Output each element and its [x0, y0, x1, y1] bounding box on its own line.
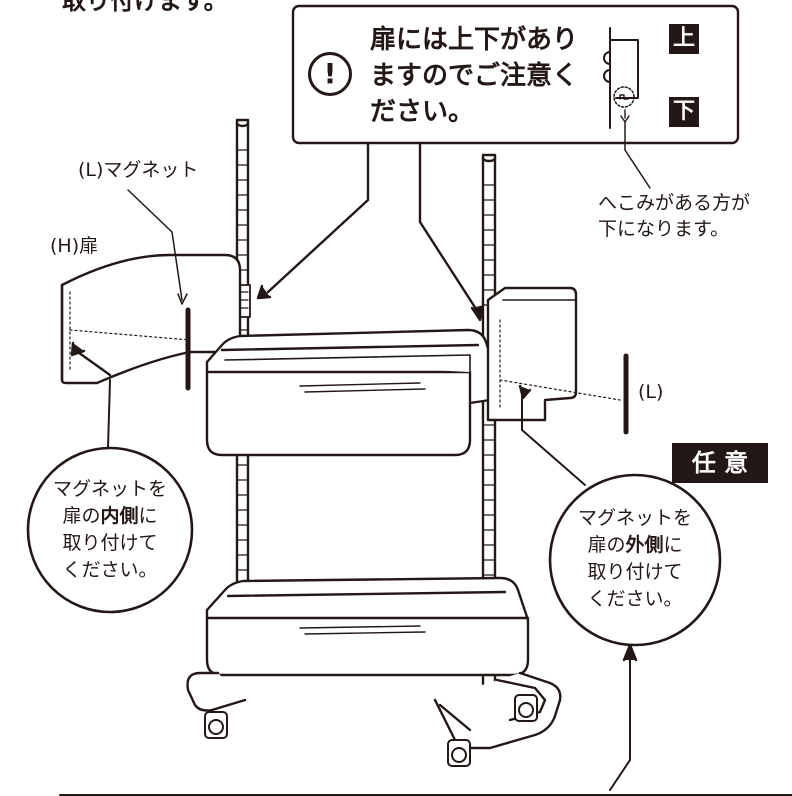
- label-h-door: (H)扉: [50, 235, 99, 257]
- right-circle-line-4: ください。: [587, 588, 683, 610]
- notice-text: 扉には上下があり ますのでご注意く ださい。: [370, 22, 578, 130]
- top-badge: 上: [669, 24, 699, 54]
- label-l-magnet: (L)マグネット: [78, 159, 199, 181]
- wheels: [204, 694, 538, 767]
- right-door: [486, 286, 621, 422]
- notice-arrows: [256, 141, 486, 322]
- notice-line-1: 扉には上下があり: [370, 25, 579, 55]
- left-circle-text: マグネットを 扉の内側に 取り付けて ください。: [28, 476, 192, 584]
- header-fragment: 取り付けます。: [62, 0, 228, 15]
- door-orientation-diagram: [603, 27, 651, 189]
- notice-line-3: ださい。: [370, 97, 475, 127]
- right-circle-line-2: 扉の外側に: [587, 534, 683, 556]
- left-callout-circle: [26, 446, 194, 614]
- outside-emphasis: 外側: [625, 534, 664, 556]
- lower-shelf: [205, 576, 530, 677]
- upper-shelf: [205, 328, 502, 457]
- notice-line-2: ますのでご注意く: [370, 61, 579, 91]
- right-circle-line-3: 取り付けて: [587, 561, 683, 583]
- right-callout-circle: [548, 473, 722, 647]
- inside-emphasis: 内側: [100, 505, 139, 527]
- left-circle-line-4: ください。: [62, 559, 158, 581]
- label-right-magnet: (L): [638, 381, 664, 403]
- right-circle-text: マグネットを 扉の外側に 取り付けて ください。: [553, 505, 717, 613]
- optional-badge: 任 意: [672, 443, 768, 483]
- bottom-badge: 下: [669, 97, 699, 127]
- dent-note-line-2: 下になります。: [598, 218, 730, 240]
- right-circle-line-1: マグネットを: [577, 507, 692, 529]
- left-circle-line-3: 取り付けて: [62, 532, 158, 554]
- exclamation-circle-icon: !: [308, 52, 352, 96]
- left-circle-line-1: マグネットを: [52, 478, 167, 500]
- base-frame: [186, 671, 562, 750]
- dent-note: へこみがある方が 下になります。: [598, 190, 750, 242]
- left-circle-line-2: 扉の内側に: [62, 505, 158, 527]
- dent-note-line-1: へこみがある方が: [598, 192, 751, 214]
